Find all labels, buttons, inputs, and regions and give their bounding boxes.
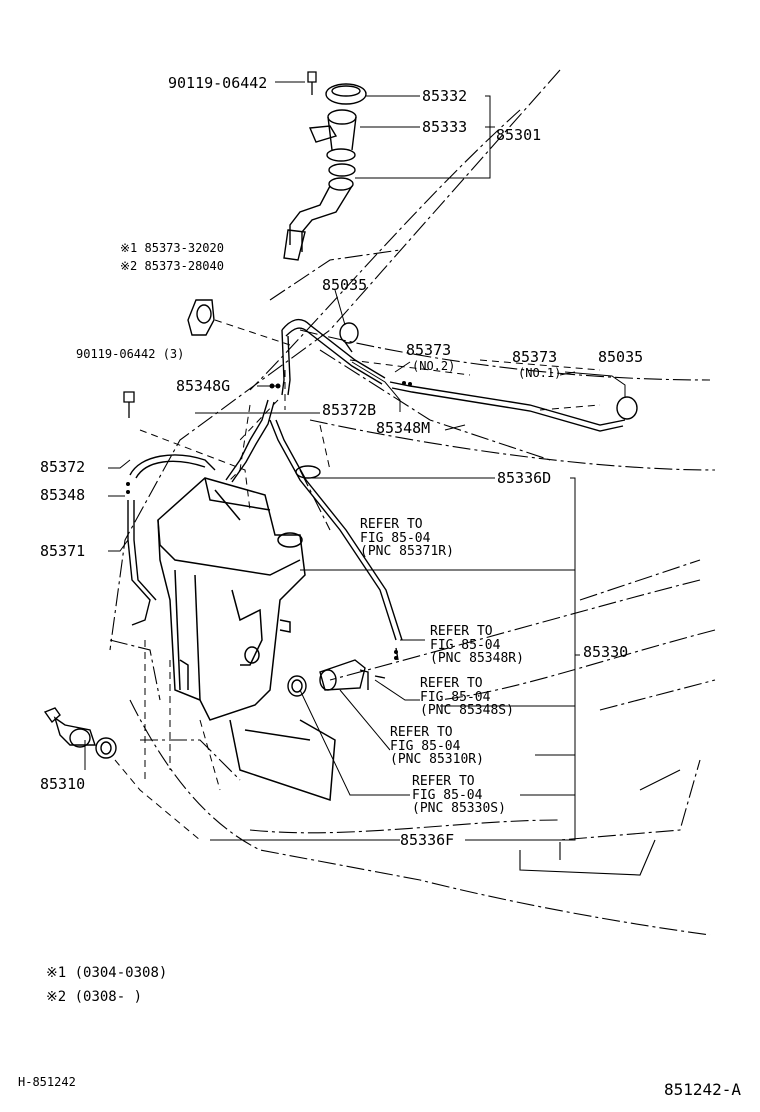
label-85330: 85330 [583, 643, 629, 661]
label-85348m: 85348M [376, 419, 431, 437]
label-85336f: 85336F [400, 831, 455, 849]
refer-line-2: FIG 85-04 [412, 787, 483, 803]
refer-callout-85330s: REFER TO FIG 85-04 (PNC 85330S) [412, 775, 506, 816]
label-alt-2: ※2 85373-28040 [120, 259, 224, 273]
refer-line-1: REFER TO [390, 725, 453, 740]
label-85301: 85301 [496, 126, 542, 144]
label-85333: 85333 [422, 118, 468, 136]
label-90119-06442: 90119-06442 [168, 74, 268, 92]
label-85348: 85348 [40, 486, 86, 504]
refer-callout-85348s: REFER TO FIG 85-04 (PNC 85348S) [420, 677, 514, 718]
footer-left-id: H-851242 [18, 1075, 76, 1089]
washer-reservoir-tank [157, 477, 336, 802]
label-90119-06442-3: 90119-06442 (3) [76, 347, 185, 361]
refer-line-2: FIG 85-04 [430, 637, 501, 653]
note-1: ※1 (0304-0308) [46, 965, 168, 981]
refer-line-1: REFER TO [420, 676, 483, 691]
label-alt-1: ※1 85373-32020 [120, 241, 224, 255]
refer-line-1: REFER TO [360, 517, 423, 532]
label-no1: (NO.1) [518, 366, 562, 380]
label-85372b: 85372B [322, 401, 377, 419]
refer-line-3: (PNC 85348R) [430, 651, 524, 667]
footer-right-id: 851242-A [664, 1080, 742, 1099]
refer-callout-85348r: REFER TO FIG 85-04 (PNC 85348R) [430, 625, 524, 666]
solid-leaders [84, 81, 626, 841]
washer-hoses [127, 318, 638, 641]
label-85372: 85372 [40, 458, 86, 476]
refer-line-1: REFER TO [430, 624, 493, 639]
refer-line-2: FIG 85-04 [420, 689, 491, 705]
bolt-90119-left [123, 391, 135, 418]
note-2: ※2 (0308- ) [46, 989, 143, 1005]
filler-neck-assembly [283, 83, 367, 261]
washer-pump-85310 [43, 707, 117, 759]
label-85373-no1: 85373 [512, 348, 558, 366]
label-85371: 85371 [40, 542, 86, 560]
label-85336d: 85336D [497, 469, 552, 487]
washer-motor-parts [287, 647, 399, 697]
label-85332: 85332 [422, 87, 468, 105]
refer-line-3: (PNC 85348S) [420, 703, 514, 719]
refer-line-2: FIG 85-04 [390, 738, 461, 754]
dashed-leaders [114, 319, 601, 841]
refer-line-3: (PNC 85371R) [360, 544, 454, 560]
label-no2: (NO.2) [412, 359, 456, 373]
connectors [126, 381, 412, 660]
refer-line-3: (PNC 85310R) [390, 752, 484, 768]
bumper-lines [519, 769, 681, 876]
refer-line-3: (PNC 85330S) [412, 801, 506, 817]
refer-callout-85310r: REFER TO FIG 85-04 (PNC 85310R) [390, 726, 484, 767]
label-85035-left: 85035 [322, 276, 368, 294]
bolt-90119-top [307, 71, 317, 95]
label-85310: 85310 [40, 775, 86, 793]
label-85348g: 85348G [176, 377, 231, 395]
grommet-85373-alt [187, 299, 215, 336]
refer-line-1: REFER TO [412, 774, 475, 789]
vehicle-outline-lines [109, 69, 716, 936]
grommet-85336d [295, 465, 321, 479]
refer-callout-85371r: REFER TO FIG 85-04 (PNC 85371R) [360, 518, 454, 559]
label-85035-right: 85035 [598, 348, 644, 366]
refer-line-2: FIG 85-04 [360, 530, 431, 546]
label-85373-no2: 85373 [406, 341, 452, 359]
